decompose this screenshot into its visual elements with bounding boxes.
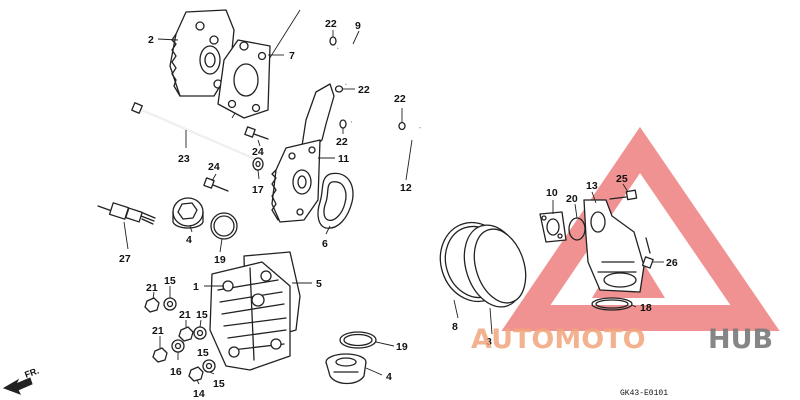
callout-11: 11	[338, 153, 349, 165]
callout-19: 19	[396, 341, 408, 353]
callout-23: 23	[178, 153, 190, 165]
callout-24: 24	[208, 161, 220, 173]
callout-15: 15	[197, 347, 209, 359]
part-25-bolt	[609, 189, 638, 201]
callout-16: 16	[170, 366, 182, 378]
leader-lines	[123, 30, 664, 385]
callout-22: 22	[394, 93, 406, 105]
callout-24: 24	[252, 146, 264, 158]
callout-18: 18	[640, 302, 652, 314]
part-24-bolt-lower	[203, 177, 229, 192]
callout-3: 3	[486, 336, 492, 348]
part-27-sensor	[97, 202, 156, 225]
part-10-flange	[539, 211, 567, 243]
part-26-bolt	[641, 237, 654, 269]
callout-17: 17	[252, 184, 264, 196]
callout-21: 21	[152, 325, 164, 337]
callout-12: 12	[400, 182, 412, 194]
watermark-text-b: HUB	[708, 324, 773, 355]
callout-4: 4	[386, 371, 392, 383]
part-21-nut-b	[178, 326, 194, 342]
diagram-code: GK43-E0101	[620, 389, 668, 398]
part-14-nut	[188, 366, 204, 382]
callout-14: 14	[193, 388, 205, 400]
callout-4: 4	[186, 234, 192, 246]
callout-10: 10	[546, 187, 558, 199]
callout-22: 22	[336, 136, 348, 148]
callout-13: 13	[586, 180, 598, 192]
part-21-nut-a	[144, 297, 160, 313]
part-19-o-ring-upper	[210, 212, 238, 240]
part-11-side-cover	[271, 83, 335, 223]
callout-19: 19	[214, 254, 226, 266]
part-17-washer	[252, 157, 264, 171]
watermark-text-a: AUTOMOTO	[471, 324, 646, 355]
part-18-gasket-ring	[591, 297, 633, 311]
part-6-gasket	[317, 172, 354, 229]
part-22-clip-lower	[339, 119, 347, 129]
front-direction-arrow: FR.	[2, 366, 40, 395]
callout-25: 25	[616, 173, 628, 185]
part-4-cap-upper	[172, 197, 204, 229]
callout-15: 15	[213, 378, 225, 390]
callout-15: 15	[196, 309, 208, 321]
part-13-intake-pipe	[583, 199, 645, 293]
callout-5: 5	[316, 278, 322, 290]
callout-15: 15	[164, 275, 176, 287]
part-15-washer-b	[193, 326, 207, 340]
callout-26: 26	[666, 257, 678, 269]
part-3-cover	[463, 224, 527, 308]
part-15-washer-d	[202, 359, 216, 373]
part-19-o-ring-lower	[339, 331, 377, 349]
callout-7: 7	[289, 50, 295, 62]
callout-21: 21	[179, 309, 191, 321]
callout-labels: 2 7 22 9 22 22 22 12 23 24 11 24 17 27 4…	[119, 18, 678, 400]
part-21-nut-c	[152, 347, 168, 363]
callout-6: 6	[322, 238, 328, 250]
callout-2: 2	[148, 34, 154, 46]
part-4-cap-lower	[325, 353, 367, 385]
watermark-text: AUTOMOTO HUB	[471, 324, 773, 355]
callout-27: 27	[119, 253, 131, 265]
part-15-washer-a	[163, 297, 177, 311]
part-12-hose	[351, 119, 425, 143]
part-15-washer-c	[171, 339, 185, 353]
part-22-clip-right	[398, 121, 406, 131]
part-7-gasket	[217, 39, 271, 119]
callout-22: 22	[358, 84, 370, 96]
part-9-breather-hose	[336, 40, 359, 85]
callout-1: 1	[193, 281, 199, 293]
part-22-clip-top	[329, 36, 337, 46]
callout-21: 21	[146, 282, 158, 294]
callout-22: 22	[325, 18, 337, 30]
part-1-cylinder-head	[209, 261, 291, 371]
callout-9: 9	[355, 20, 361, 32]
front-direction-label: FR.	[23, 366, 40, 380]
part-23-stud-bolt	[131, 102, 263, 163]
part-24-bolt-upper	[244, 126, 269, 140]
callout-20: 20	[566, 193, 578, 205]
part-22-clip-mid	[334, 85, 344, 93]
callout-8: 8	[452, 321, 458, 333]
